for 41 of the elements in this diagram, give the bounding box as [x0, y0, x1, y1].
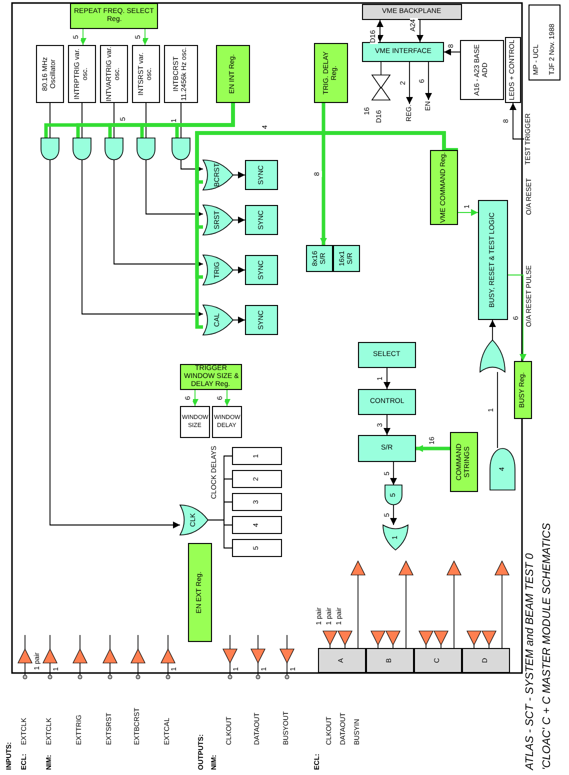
signal-arrow	[232, 172, 246, 178]
bus-arrow	[416, 445, 450, 452]
signal-arrow	[425, 62, 432, 100]
diagram-title: ATLAS - SCT - SYSTEM and BEAM TEST 0	[524, 553, 537, 770]
signal-arrow	[510, 102, 524, 140]
and-gate-symbol	[105, 138, 123, 160]
signal-arrow	[224, 390, 230, 406]
and-gate-symbol	[172, 138, 190, 160]
signal-arrow	[142, 28, 148, 46]
and-gate-symbol	[137, 138, 155, 160]
signal-arrow	[376, 20, 384, 42]
and-gate-symbol	[41, 138, 59, 160]
signal-arrow	[232, 216, 246, 224]
signal-arrow	[390, 504, 397, 526]
signal-arrow	[50, 160, 180, 528]
signal-arrow	[114, 160, 204, 268]
signal-arrow	[232, 316, 246, 324]
bus-line	[195, 131, 458, 329]
signal-arrow	[444, 48, 460, 56]
signal-arrow	[416, 20, 424, 42]
signal-arrow	[489, 320, 496, 340]
signal-arrow	[508, 274, 526, 362]
bus-line	[175, 103, 235, 138]
signal-arrow	[232, 266, 246, 274]
diagram-caption: 'CLOAC' C + C MASTER MODULE SCHEMATICS	[541, 523, 554, 770]
signal-arrow	[384, 414, 390, 436]
signal-arrow	[146, 160, 204, 218]
signal-line	[208, 520, 232, 548]
signal-line	[180, 102, 182, 138]
signal-arrow	[180, 160, 204, 172]
signal-arrow	[80, 28, 86, 46]
signal-arrow	[390, 462, 397, 486]
signal-arrow	[384, 368, 390, 390]
bus-arrow	[320, 103, 327, 245]
signal-arrow	[406, 62, 413, 104]
and-gate-symbol	[73, 138, 91, 160]
or-gate-symbol	[480, 340, 505, 372]
signal-line	[497, 372, 498, 448]
signal-arrow	[82, 160, 204, 318]
signal-arrow	[458, 209, 478, 216]
signal-arrow	[192, 390, 198, 406]
